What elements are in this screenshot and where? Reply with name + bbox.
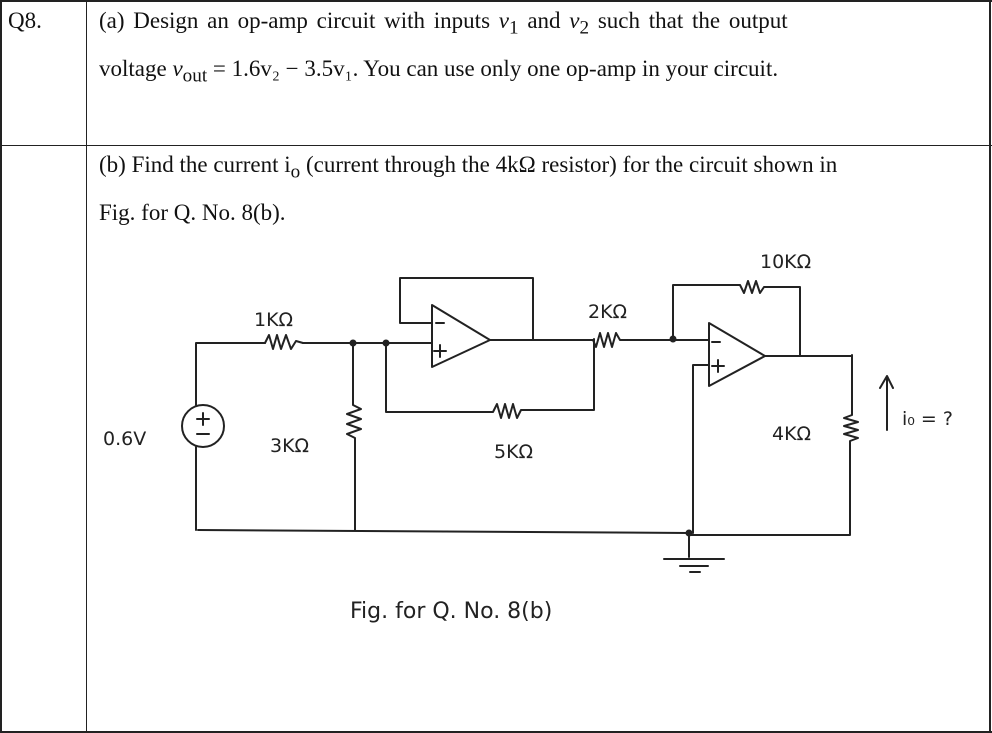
part-b-line1: (b) Find the current io (current through…	[99, 152, 837, 184]
part-a-constraint: You can use only one op-amp in your circ…	[363, 56, 779, 81]
source-label: 0.6V	[103, 428, 146, 450]
r1-label: 1KΩ	[254, 309, 293, 331]
part-b-rest: (current through the 4kΩ resistor) for t…	[300, 152, 838, 177]
r3-label: 3KΩ	[270, 435, 309, 457]
resistor-5k	[385, 338, 595, 419]
current-label: i₀ = ?	[902, 408, 953, 430]
r10-label: 10KΩ	[760, 251, 811, 273]
op-amp-1	[431, 304, 491, 368]
row-divider	[0, 145, 992, 146]
resistor-1k	[264, 334, 304, 350]
part-b-line2: Fig. for Q. No. 8(b).	[99, 200, 286, 225]
ground-icon	[663, 532, 725, 573]
r4-label: 4KΩ	[772, 423, 811, 445]
var-vout: v	[172, 56, 183, 81]
io-sub: o	[290, 161, 301, 183]
part-a-text: (a) Design an op-amp circuit with inputs	[99, 8, 491, 33]
part-a-suffix: such that the output	[597, 8, 788, 33]
follower-feedback	[399, 277, 594, 341]
column-divider	[86, 0, 87, 733]
voltage-text: voltage	[99, 56, 167, 81]
vout-sub: out	[182, 65, 208, 87]
border-bottom	[0, 731, 992, 733]
border-top	[0, 0, 992, 2]
equation: = 1.6v₂ − 3.5v₁.	[212, 56, 359, 81]
op-amp-2-inputs	[711, 341, 725, 373]
and-text: and	[527, 8, 561, 33]
op-amp-2	[708, 322, 766, 387]
resistor-3k	[346, 342, 362, 531]
wire	[692, 355, 853, 534]
r5-label: 5KΩ	[494, 441, 533, 463]
part-a-line2: voltage vout = 1.6v₂ − 3.5v₁. You can us…	[99, 56, 778, 88]
var-v1: v	[498, 8, 509, 33]
figure-caption: Fig. for Q. No. 8(b)	[350, 599, 552, 624]
current-arrow-icon	[879, 375, 894, 431]
resistor-4k	[688, 354, 859, 536]
plus-minus-icon	[196, 412, 210, 435]
part-a-line1: (a) Design an op-amp circuit with inputs…	[99, 8, 788, 40]
v1-sub: 1	[509, 17, 519, 39]
resistor-10k	[672, 280, 801, 356]
ground-wire	[197, 529, 690, 534]
r2-label: 2KΩ	[588, 301, 627, 323]
question-number: Q8.	[8, 8, 42, 33]
voltage-source	[181, 404, 225, 448]
op-amp-1-inputs	[433, 322, 447, 358]
border-right	[989, 0, 991, 733]
var-v2: v	[569, 8, 580, 33]
border-left	[0, 0, 2, 733]
v2-sub: 2	[579, 17, 590, 39]
wire	[195, 342, 266, 531]
part-b-text: (b) Find the current i	[99, 152, 291, 177]
resistor-2k	[592, 332, 629, 348]
